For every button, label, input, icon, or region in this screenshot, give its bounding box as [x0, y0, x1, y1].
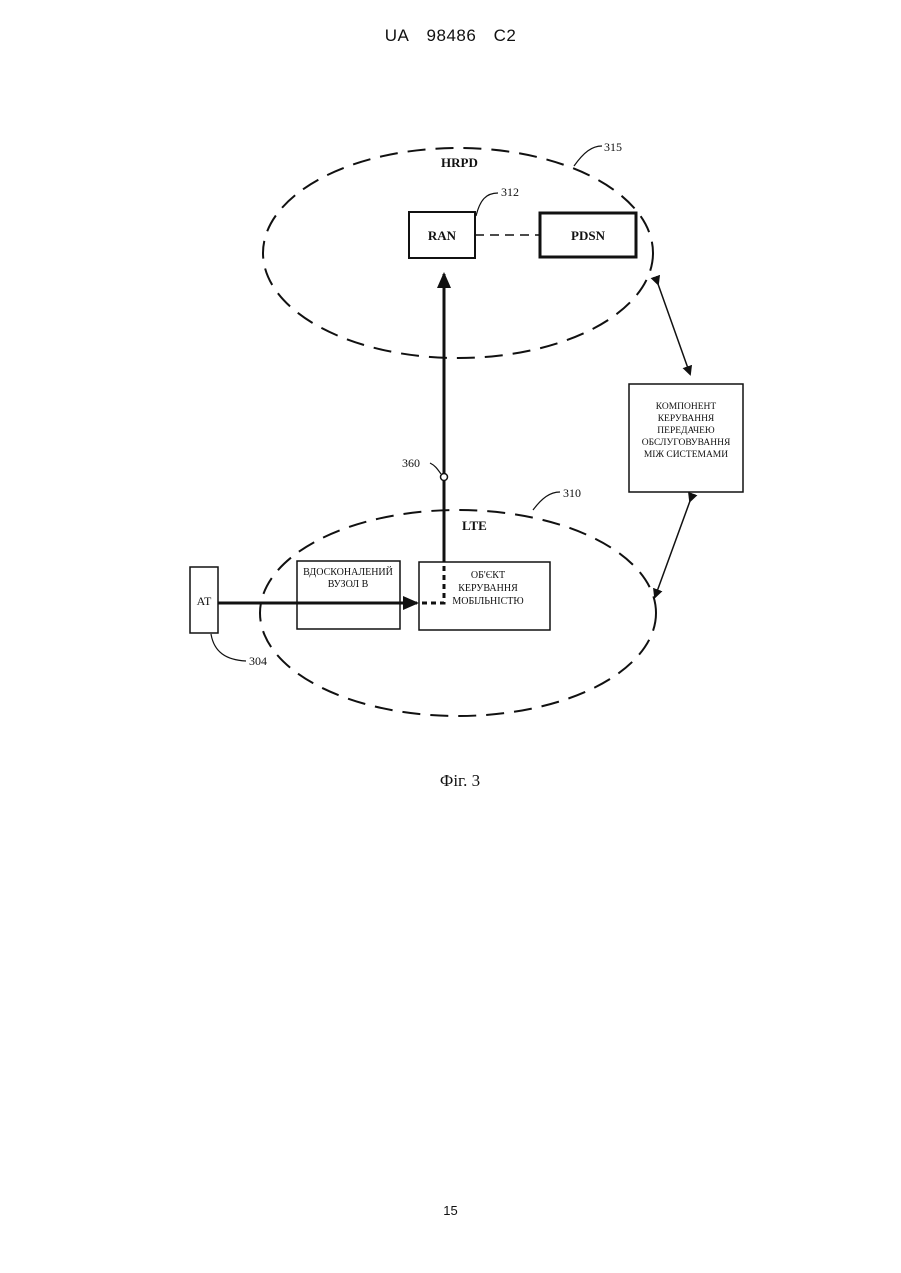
figure-caption: Фіг. 3	[440, 771, 480, 790]
at-ref-number: 304	[249, 654, 267, 668]
handoff-label-line-2: КЕРУВАННЯ	[658, 414, 715, 424]
tunnel-ref-number: 360	[402, 456, 420, 470]
ran-ref-number: 312	[501, 185, 519, 199]
hrpd-label: HRPD	[441, 155, 478, 170]
ran-ref-leader	[476, 193, 498, 216]
hrpd-ref-leader	[574, 146, 602, 166]
enodeb-label-line-1: ВДОСКОНАЛЕНИЙ	[303, 566, 393, 578]
handoff-label-line-1: КОМПОНЕНТ	[656, 402, 717, 412]
mme-label-line-3: МОБІЛЬНІСТЮ	[452, 596, 523, 607]
hrpd-ref-number: 315	[604, 140, 622, 154]
tunnel-ref-leader	[430, 463, 441, 474]
handoff-label-line-3: ПЕРЕДАЧЕЮ	[657, 426, 715, 436]
lte-ref-number: 310	[563, 486, 581, 500]
mme-label-line-2: КЕРУВАННЯ	[458, 583, 518, 594]
pdsn-label: PDSN	[571, 228, 606, 243]
mme-label-line-1: ОБ'ЄКТ	[471, 570, 505, 581]
at-label: AT	[197, 594, 212, 608]
tunnel-point	[441, 474, 448, 481]
enodeb-label-line-2: ВУЗОЛ В	[328, 579, 369, 590]
lte-label: LTE	[462, 518, 487, 533]
ran-label: RAN	[428, 228, 457, 243]
at-ref-leader	[211, 634, 246, 661]
handoff-label-line-4: ОБСЛУГОВУВАННЯ	[642, 438, 731, 448]
lte-handoff-link	[655, 501, 690, 597]
page-number: 15	[0, 1203, 901, 1218]
hrpd-handoff-link	[658, 284, 690, 374]
handoff-label-line-5: МІЖ СИСТЕМАМИ	[644, 450, 728, 460]
lte-ref-leader	[533, 492, 560, 510]
